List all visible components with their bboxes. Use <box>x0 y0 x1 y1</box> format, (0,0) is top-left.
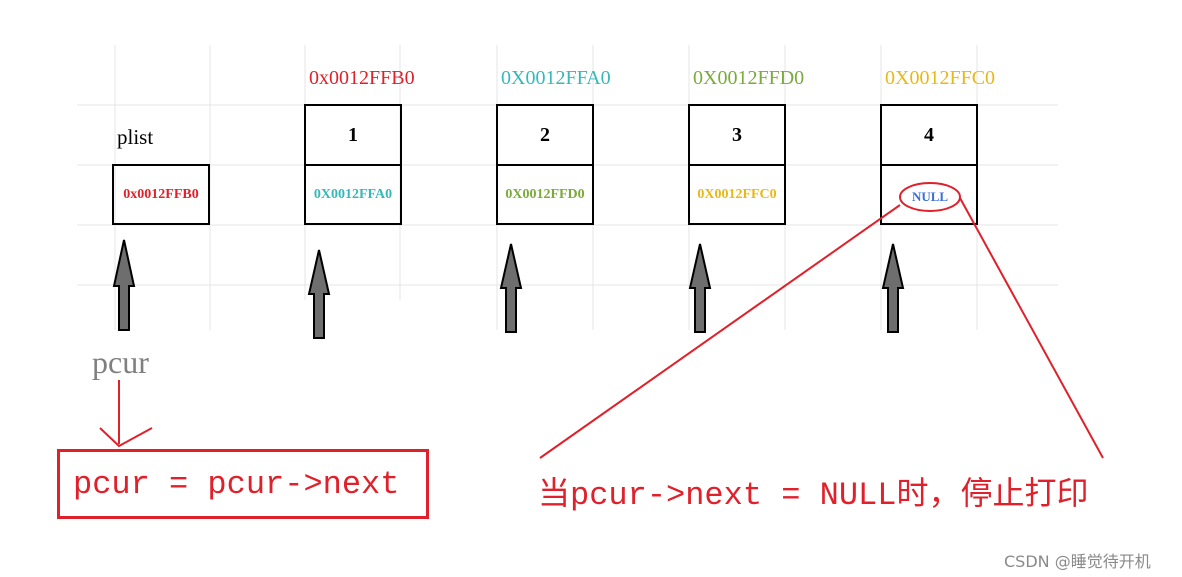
node-next-cell <box>880 164 978 225</box>
node-1 <box>304 104 402 225</box>
node-1-next: 0X0012FFA0 <box>313 187 393 202</box>
node-next-cell <box>304 164 402 225</box>
node-4-next-null: NULL <box>911 189 949 204</box>
watermark: CSDN @睡觉待开机 <box>1004 552 1151 571</box>
plist-box <box>112 164 210 225</box>
node-4-data: 4 <box>924 124 934 146</box>
node-next-cell <box>496 164 594 225</box>
pcur-label: pcur <box>92 344 149 380</box>
code-statement-box: pcur = pcur->next <box>57 449 429 519</box>
arrow-head <box>99 427 153 448</box>
annotation-line <box>959 197 1104 459</box>
node-2-address: 0X0012FFA0 <box>501 67 611 89</box>
node-3-address: 0X0012FFD0 <box>693 67 805 89</box>
node-1-address: 0x0012FFB0 <box>309 67 415 89</box>
pcur-to-code-arrow <box>99 380 153 448</box>
node-3 <box>688 104 786 225</box>
up-arrow-icon <box>688 243 712 333</box>
stop-condition-note: 当pcur->next = NULL时，停止打印 <box>538 477 1089 514</box>
node-2-next: 0X0012FFD0 <box>505 187 585 202</box>
null-highlight-ellipse <box>899 182 961 212</box>
plist-value: 0x0012FFB0 <box>123 187 199 202</box>
up-arrow-icon <box>112 239 136 331</box>
node-2-data: 2 <box>540 124 550 146</box>
node-2 <box>496 104 594 225</box>
node-4 <box>880 104 978 225</box>
node-next-cell <box>688 164 786 225</box>
up-arrow-icon <box>881 243 905 333</box>
node-3-next: 0X0012FFC0 <box>697 187 777 202</box>
up-arrow-icon <box>307 249 331 339</box>
code-statement: pcur = pcur->next <box>73 466 400 503</box>
node-3-data: 3 <box>732 124 742 146</box>
plist-label: plist <box>117 125 154 149</box>
node-4-address: 0X0012FFC0 <box>885 67 996 89</box>
up-arrow-icon <box>499 243 523 333</box>
annotation-line <box>539 204 901 459</box>
node-1-data: 1 <box>348 124 358 146</box>
